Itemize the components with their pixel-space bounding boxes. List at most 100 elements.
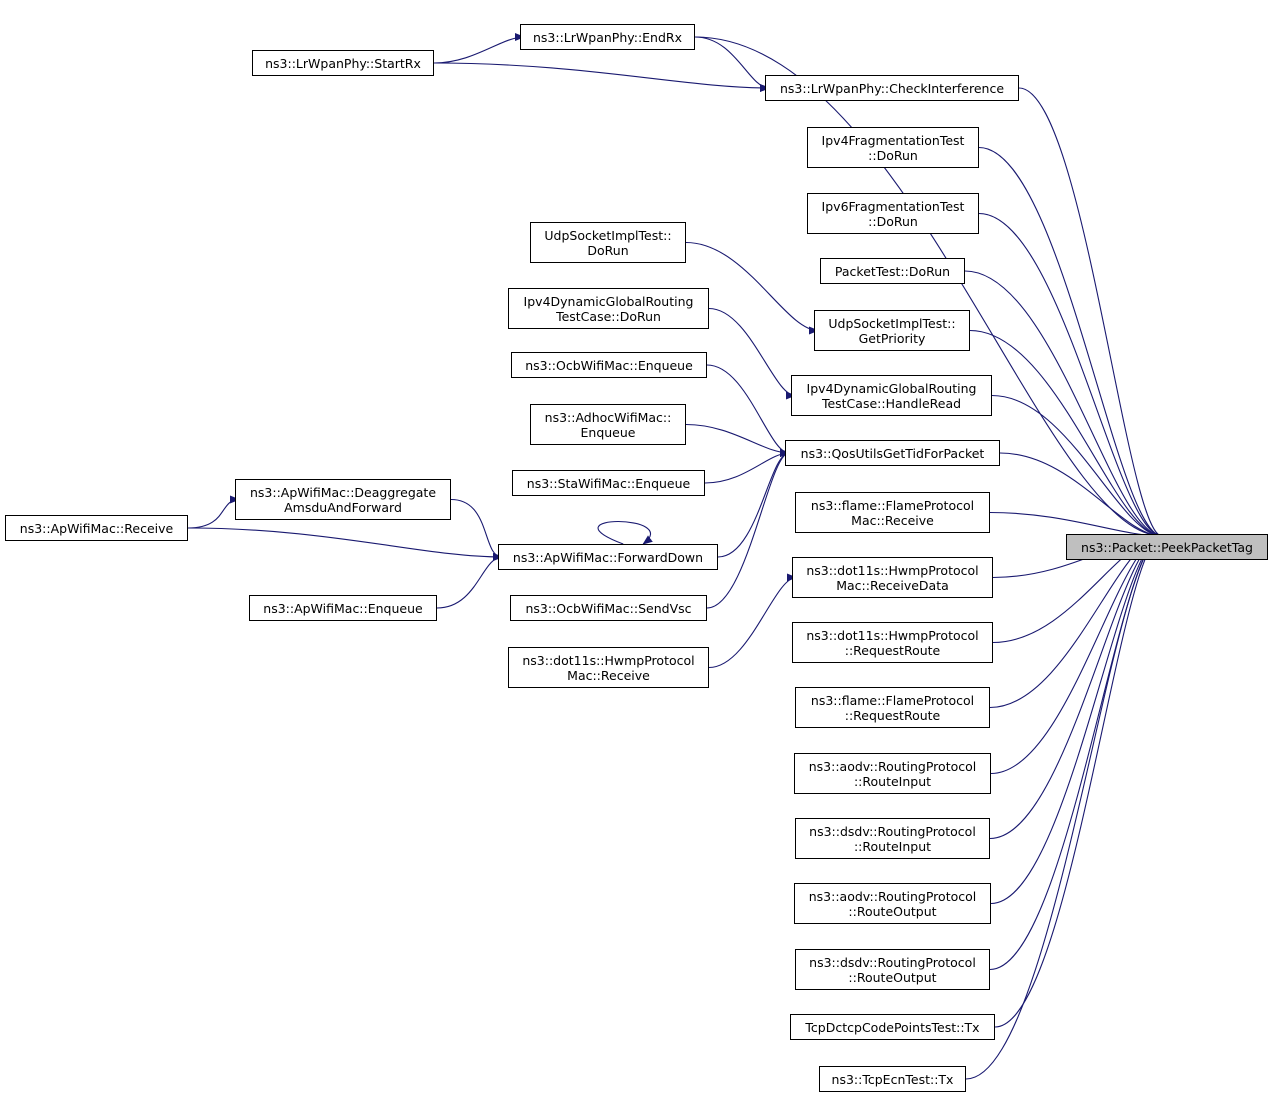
node-sta-enqueue[interactable]: ns3::StaWifiMac::Enqueue [512,470,705,496]
node-label-line: ::RouteOutput [848,969,937,985]
node-label-line: Mac::ReceiveData [836,577,949,593]
node-label-line: ::RequestRoute [844,642,941,658]
node-udp-getprio[interactable]: UdpSocketImplTest::GetPriority [814,310,970,351]
node-qos[interactable]: ns3::QosUtilsGetTidForPacket [785,440,1000,466]
node-label-line: ::DoRun [868,213,918,229]
node-label-line: ns3::OcbWifiMac::Enqueue [525,357,693,373]
edge-udp-dorun-to-udp-getprio [685,241,819,335]
node-label-line: ns3::LrWpanPhy::StartRx [265,55,421,71]
edge-ap-receive-to-ap-fwd [187,527,503,561]
node-ocb-sendvsc[interactable]: ns3::OcbWifiMac::SendVsc [510,595,707,621]
node-label-line: ::DoRun [868,147,918,163]
node-flame-reqroute[interactable]: ns3::flame::FlameProtocol::RequestRoute [795,687,990,728]
edge-dsdv-rin-to-root [989,532,1163,840]
edge-udp-getprio-to-root [969,329,1163,540]
edge-ap-deagg-to-ap-fwd [450,498,503,561]
node-tcpdctcp[interactable]: TcpDctcpCodePointsTest::Tx [790,1014,995,1040]
edge-packettest-to-root [964,270,1163,540]
edge-lrw-endrx-to-lrw-checkint [694,36,770,92]
node-label-line: Ipv4DynamicGlobalRouting [806,380,977,396]
node-aodv-rout[interactable]: ns3::aodv::RoutingProtocol::RouteOutput [794,883,991,924]
node-dsdv-rin[interactable]: ns3::dsdv::RoutingProtocol::RouteInput [795,818,990,859]
edge-ipv4dyn-dorun-to-ipv4dyn-read [708,307,796,400]
edge-ocb-sendvsc-to-qos [706,449,790,609]
node-label-line: ns3::OcbWifiMac::SendVsc [525,600,692,616]
edge-tcpdctcp-to-root [994,532,1163,1028]
node-lrw-startrx[interactable]: ns3::LrWpanPhy::StartRx [252,50,434,76]
node-label-line: Ipv4DynamicGlobalRouting [523,293,694,309]
node-label-line: ns3::dsdv::RoutingProtocol [809,823,976,839]
edge-tcpecn-to-root [965,532,1163,1080]
node-label-line: ::RouteInput [853,773,932,789]
node-dsdv-rout[interactable]: ns3::dsdv::RoutingProtocol::RouteOutput [795,949,990,990]
node-label-line: ns3::StaWifiMac::Enqueue [526,475,691,491]
node-label-line: ns3::AdhocWifiMac:: [544,409,672,425]
node-udp-dorun[interactable]: UdpSocketImplTest::DoRun [530,222,686,263]
node-ipv4frag[interactable]: Ipv4FragmentationTest::DoRun [807,127,979,168]
node-label-line: ns3::TcpEcnTest::Tx [831,1071,954,1087]
node-label-line: Mac::Receive [851,512,934,528]
node-lrw-checkint[interactable]: ns3::LrWpanPhy::CheckInterference [765,75,1019,101]
edge-ap-fwd-to-ap-fwd [597,521,653,545]
edge-qos-to-root [999,452,1163,540]
node-ap-receive[interactable]: ns3::ApWifiMac::Receive [5,515,188,541]
node-tcpecn[interactable]: ns3::TcpEcnTest::Tx [819,1066,966,1092]
node-label-line: ::RouteOutput [848,903,937,919]
node-label-line: Enqueue [580,424,636,440]
node-packettest[interactable]: PacketTest::DoRun [820,258,965,284]
node-label-line: ns3::flame::FlameProtocol [810,692,975,708]
node-label-line: ::RequestRoute [844,707,941,723]
node-label-line: ns3::flame::FlameProtocol [810,497,975,513]
edge-lrw-startrx-to-lrw-endrx [433,33,525,64]
edge-ap-receive-to-ap-deagg [187,495,240,529]
edge-ipv4frag-to-root [978,146,1163,540]
node-adhoc-enqueue[interactable]: ns3::AdhocWifiMac::Enqueue [530,404,686,445]
node-label-line: ns3::dot11s::HwmpProtocol [522,652,695,668]
node-aodv-rin[interactable]: ns3::aodv::RoutingProtocol::RouteInput [794,753,991,794]
node-label-line: UdpSocketImplTest:: [828,315,956,331]
node-label-line: TcpDctcpCodePointsTest::Tx [805,1019,980,1035]
node-hwmp-reqroute[interactable]: ns3::dot11s::HwmpProtocol::RequestRoute [792,622,993,663]
node-label-line: ns3::dot11s::HwmpProtocol [806,562,979,578]
node-ap-fwd[interactable]: ns3::ApWifiMac::ForwardDown [498,544,718,570]
node-label-line: TestCase::DoRun [556,308,661,324]
node-label-line: ns3::ApWifiMac::Receive [19,520,174,536]
node-label-line: UdpSocketImplTest:: [544,227,672,243]
edge-hwmp-recv-to-hwmp-recvdata [708,573,797,669]
node-label-line: ::RouteInput [853,838,932,854]
node-label-line: ns3::dsdv::RoutingProtocol [809,954,976,970]
node-label-line: TestCase::HandleRead [821,395,962,411]
node-label-line: ns3::ApWifiMac::ForwardDown [512,549,704,565]
edge-ipv6frag-to-root [978,212,1163,540]
node-label-line: ns3::LrWpanPhy::EndRx [533,29,682,45]
edge-adhoc-enqueue-to-qos [685,423,790,457]
edge-lrw-startrx-to-lrw-checkint [433,62,770,92]
edge-ap-enqueue-to-ap-fwd [436,553,503,609]
edge-dsdv-rout-to-root [989,532,1163,971]
node-label-line: ns3::ApWifiMac::Deaggregate [249,484,437,500]
node-label-line: ns3::aodv::RoutingProtocol [808,758,977,774]
node-label-line: GetPriority [858,330,926,346]
node-label-line: PacketTest::DoRun [834,263,951,279]
node-root[interactable]: ns3::Packet::PeekPacketTag [1066,534,1268,560]
edge-lrw-checkint-to-root [1018,87,1163,540]
node-label-line: ns3::dot11s::HwmpProtocol [806,627,979,643]
node-ocb-enqueue[interactable]: ns3::OcbWifiMac::Enqueue [511,352,707,378]
node-label-line: ns3::QosUtilsGetTidForPacket [800,445,985,461]
node-label-line: AmsduAndForward [284,499,402,515]
node-label-line: ns3::Packet::PeekPacketTag [1081,539,1253,555]
node-label-line: ns3::ApWifiMac::Enqueue [263,600,423,616]
node-ipv6frag[interactable]: Ipv6FragmentationTest::DoRun [807,193,979,234]
node-ap-enqueue[interactable]: ns3::ApWifiMac::Enqueue [249,595,437,621]
edge-ipv4dyn-read-to-root [991,394,1163,540]
node-label-line: ns3::aodv::RoutingProtocol [808,888,977,904]
node-label-line: Ipv6FragmentationTest [821,198,965,214]
node-label-line: Ipv4FragmentationTest [821,132,965,148]
node-lrw-endrx[interactable]: ns3::LrWpanPhy::EndRx [520,24,695,50]
